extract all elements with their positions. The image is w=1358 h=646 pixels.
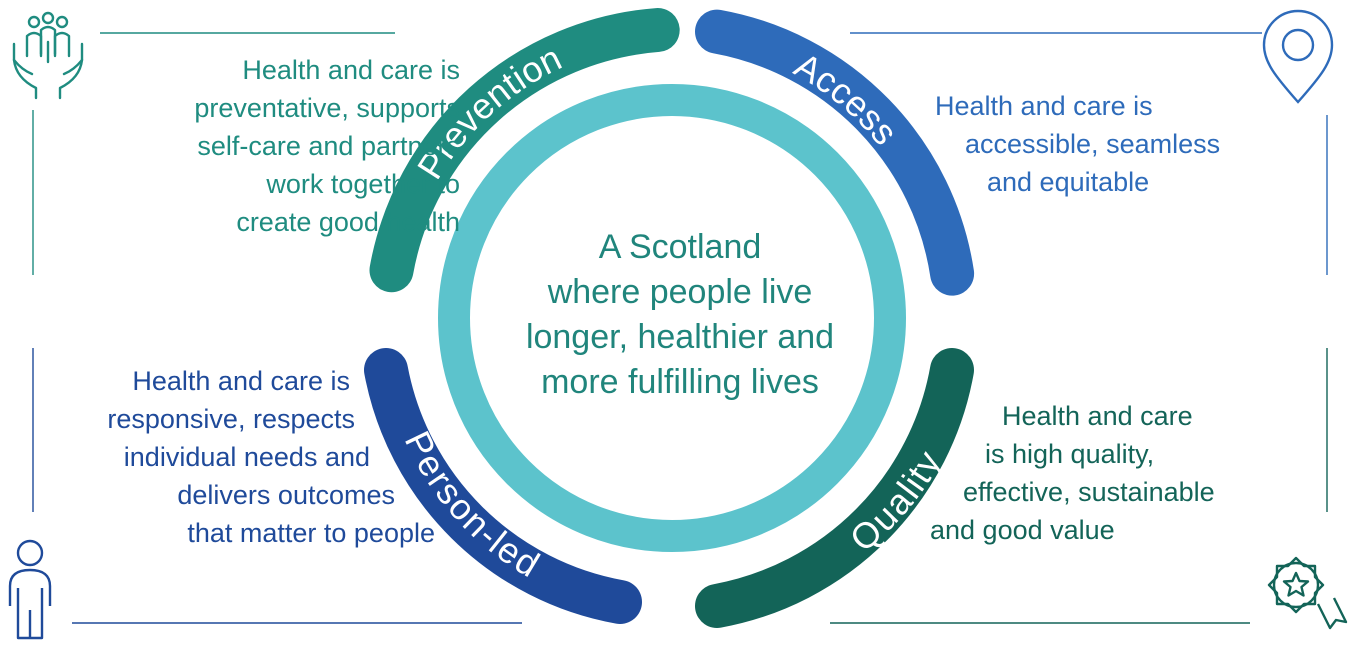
person-led-description-line: Health and care is <box>132 366 350 396</box>
prevention-description-line: self-care and partners <box>197 131 460 161</box>
prevention-description-line: preventative, supports <box>194 93 460 123</box>
prevention-description-line: Health and care is <box>242 55 460 85</box>
access-description-line: and equitable <box>987 167 1150 197</box>
quality-description: Health and care is high quality, effecti… <box>930 397 1270 549</box>
person-led-description-line: individual needs and <box>123 442 370 472</box>
centre-statement-line: longer, healthier and <box>525 318 835 356</box>
people-in-hands-icon <box>12 11 84 100</box>
person-icon <box>8 539 52 640</box>
quality-description-line: effective, sustainable <box>963 477 1215 507</box>
person-led-description-line: that matter to people <box>187 518 435 548</box>
quality-description-line: Health and care <box>1002 401 1193 431</box>
person-led-description-line: responsive, respects <box>107 404 355 434</box>
centre-statement-line: A Scotland <box>598 228 762 266</box>
centre-ring <box>438 84 906 552</box>
person-led-description-line: delivers outcomes <box>177 480 395 510</box>
centre-statement-line: more fulfilling lives <box>541 363 819 401</box>
access-description: Health and care is accessible, seamless … <box>935 87 1265 201</box>
person-led-arc <box>364 348 642 624</box>
access-description-line: accessible, seamless <box>965 129 1221 159</box>
frame-lines <box>32 32 1328 624</box>
person-led-description: Health and care is responsive, respects … <box>60 362 435 552</box>
access-description-line: Health and care is <box>935 91 1153 121</box>
quality-description-line: and good value <box>930 515 1115 545</box>
centre-statement-line: where people live <box>547 273 813 311</box>
quality-arc <box>695 348 974 628</box>
prevention-description-line: create good health <box>236 207 460 237</box>
access-arc <box>695 9 975 296</box>
location-pin-icon <box>1262 9 1334 104</box>
centre-statement: A Scotland where people live longer, hea… <box>480 225 880 405</box>
award-rosette-icon <box>1267 556 1348 630</box>
prevention-description-line: work together to <box>266 169 460 199</box>
prevention-description: Health and care is preventative, support… <box>70 51 460 241</box>
prevention-arc <box>369 8 680 293</box>
quality-description-line: is high quality, <box>985 439 1155 469</box>
